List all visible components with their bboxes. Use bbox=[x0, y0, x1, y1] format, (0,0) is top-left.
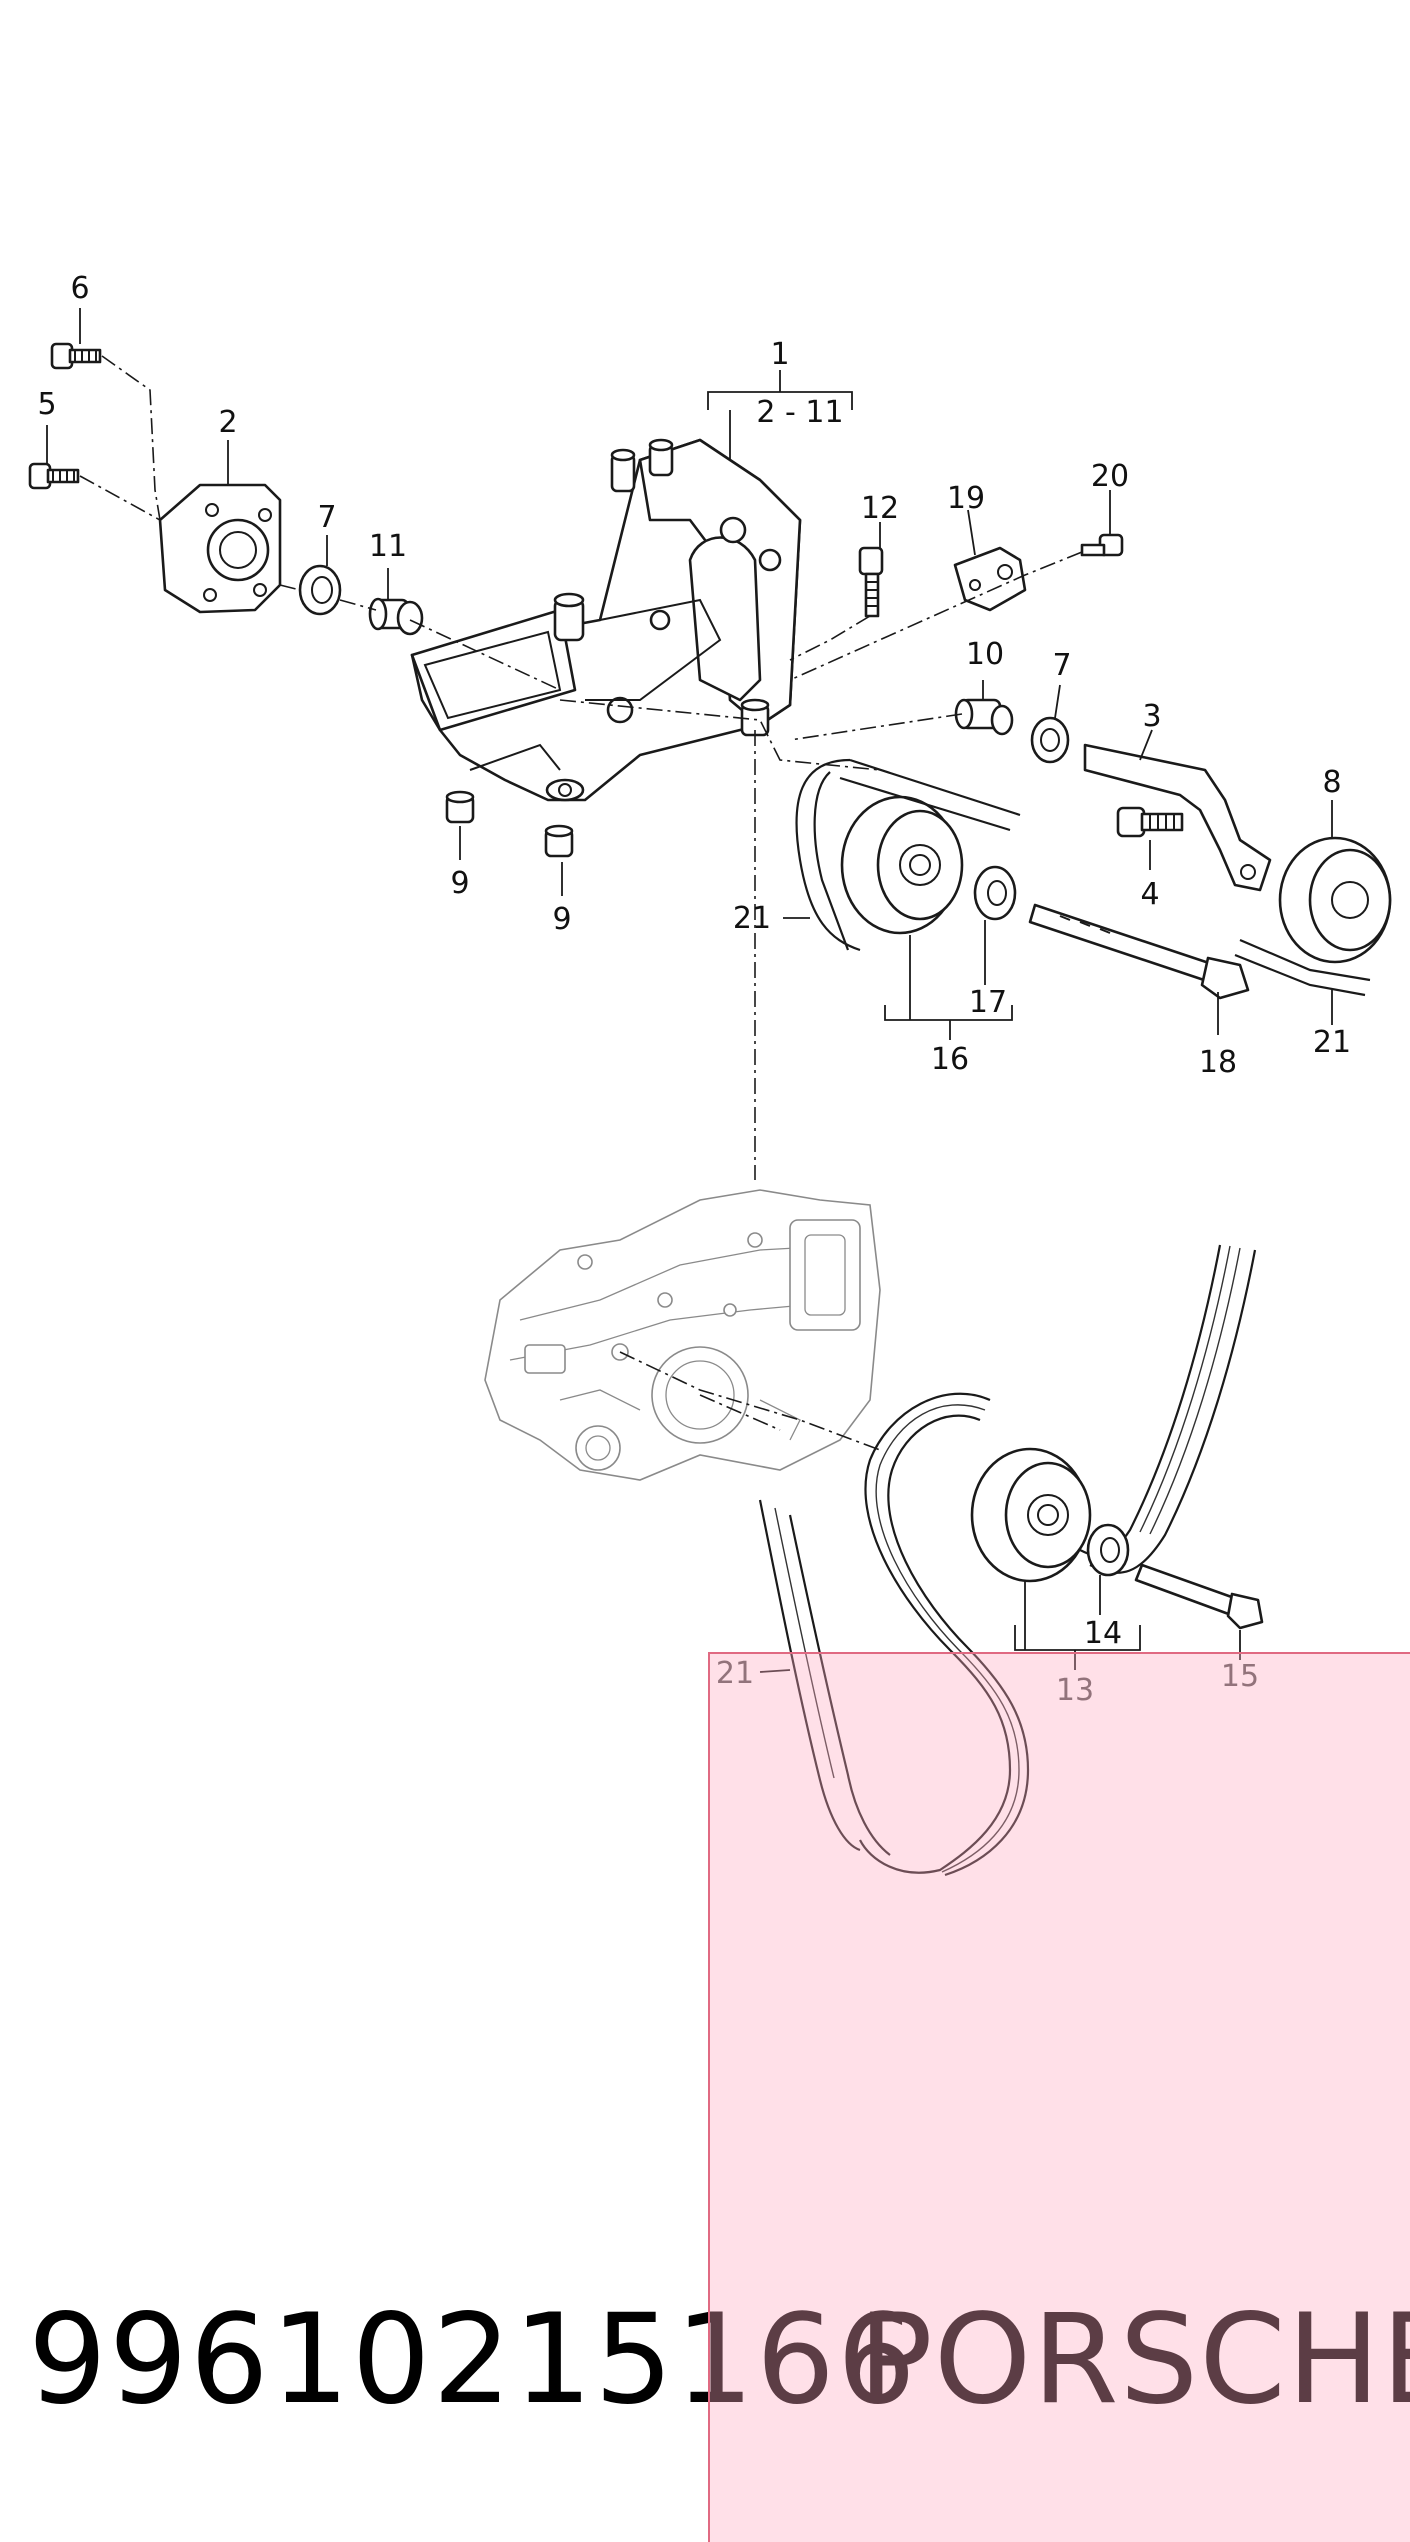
lower-pulley-illustration bbox=[970, 1447, 1264, 1630]
callout-16: 16 bbox=[931, 1042, 969, 1077]
brand-caption: PORSCHE bbox=[858, 2288, 1410, 2432]
drive-belt-illustration bbox=[758, 758, 1371, 1877]
callout-17: 17 bbox=[969, 985, 1007, 1020]
callout-21-bottom: 21 bbox=[716, 1656, 754, 1691]
callout-7-right: 7 bbox=[1052, 648, 1071, 683]
callout-2: 2 bbox=[218, 405, 237, 440]
callout-7-left: 7 bbox=[317, 500, 336, 535]
callout-15: 15 bbox=[1221, 1659, 1259, 1694]
assembly-axis-lines bbox=[79, 355, 1083, 1451]
callout-9-right: 9 bbox=[552, 902, 571, 937]
callout-8: 8 bbox=[1322, 765, 1341, 800]
bracket-assembly-illustration bbox=[410, 438, 802, 802]
callout-13: 13 bbox=[1056, 1673, 1094, 1708]
callout-5: 5 bbox=[37, 387, 56, 422]
callout-2-11: 2 - 11 bbox=[756, 395, 843, 430]
callout-12: 12 bbox=[861, 491, 899, 526]
callout-6: 6 bbox=[70, 271, 89, 306]
callout-3: 3 bbox=[1142, 699, 1161, 734]
callout-18: 18 bbox=[1199, 1045, 1237, 1080]
callout-11: 11 bbox=[369, 529, 407, 564]
callout-leader-lines bbox=[46, 308, 1333, 1673]
callout-20: 20 bbox=[1091, 459, 1129, 494]
callout-4: 4 bbox=[1140, 877, 1159, 912]
left-hardware-illustration bbox=[28, 342, 574, 858]
callout-10: 10 bbox=[966, 637, 1004, 672]
callout-labels: 1 2 - 11 6 5 2 7 11 9 9 12 19 20 10 7 3 … bbox=[37, 271, 1351, 1708]
right-hardware-illustration bbox=[840, 533, 1392, 1000]
callout-9-left: 9 bbox=[450, 866, 469, 901]
callout-21-top: 21 bbox=[733, 901, 771, 936]
part-number-caption: 99610215166 bbox=[28, 2288, 918, 2432]
callout-1: 1 bbox=[770, 337, 789, 372]
engine-block-illustration bbox=[484, 1189, 881, 1481]
callout-14: 14 bbox=[1084, 1616, 1122, 1651]
callout-19: 19 bbox=[947, 481, 985, 516]
callout-21-right: 21 bbox=[1313, 1025, 1351, 1060]
